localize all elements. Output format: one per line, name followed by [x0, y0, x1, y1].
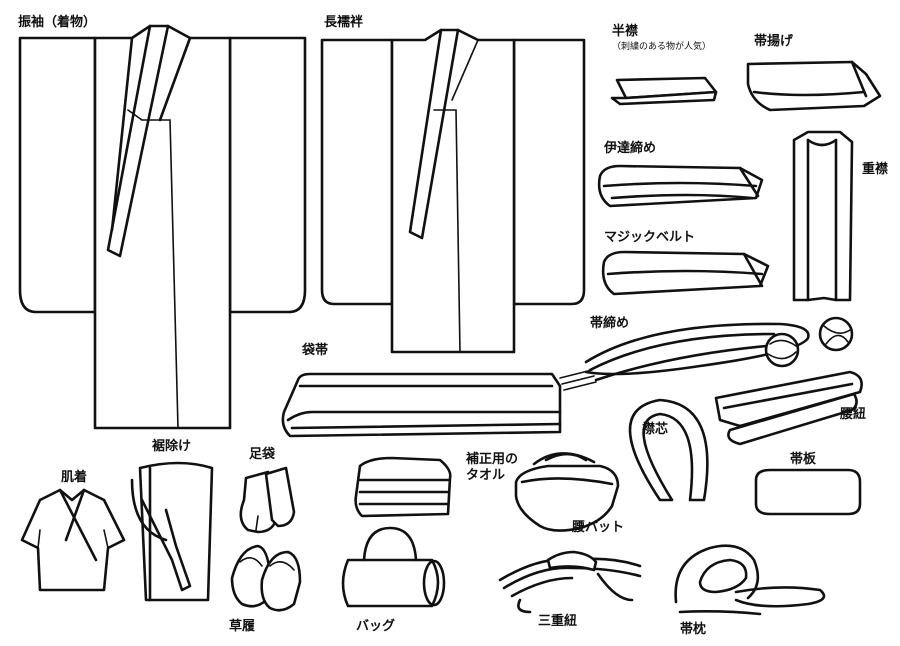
zori-illustration — [230, 544, 302, 612]
susoyoke-illustration — [130, 461, 214, 602]
magic-belt-illustration — [601, 250, 770, 296]
erishin-illustration — [628, 398, 709, 502]
label-koshi-pad: 腰パット — [572, 520, 625, 535]
label-zori: 草履 — [229, 619, 256, 634]
label-koshihimo: 腰紐 — [840, 407, 867, 422]
obijime-balls-illustration — [764, 316, 854, 368]
label-susoyoke: 裾除け — [152, 439, 192, 454]
label-hosei-towel-2: タオル — [466, 468, 506, 483]
label-tabi: 足袋 — [249, 447, 276, 462]
label-hosei-towel-1: 補正用の — [466, 452, 519, 467]
datejime-illustration — [597, 164, 764, 208]
label-erishin: 襟芯 — [642, 422, 669, 437]
label-magic-belt: マジックベルト — [604, 230, 696, 245]
koshihimo-illustration — [714, 370, 863, 446]
label-obi-makura: 帯枕 — [680, 622, 707, 637]
label-kasaneeri: 重襟 — [862, 162, 889, 177]
fukuro-obi-illustration — [281, 372, 562, 438]
label-datejime: 伊達締め — [604, 141, 657, 156]
haneri-illustration — [610, 76, 718, 106]
label-nagajuban: 長襦袢 — [324, 15, 364, 30]
tabi-illustration — [239, 466, 296, 534]
label-obiage: 帯揚げ — [754, 34, 794, 49]
nagajuban-illustration — [320, 28, 586, 354]
furisode-illustration — [18, 24, 307, 430]
koshi-pad-illustration — [514, 452, 620, 532]
towel-illustration — [354, 456, 452, 518]
obi-makura-illustration — [674, 544, 826, 616]
label-haneri-note: （刺繍のある物が人気） — [612, 42, 712, 52]
kasaneeri-illustration — [792, 130, 854, 302]
label-fukuro-obi: 袋帯 — [302, 343, 329, 358]
obijime-illustration — [559, 322, 810, 391]
label-furisode: 振袖（着物） — [18, 15, 97, 30]
label-obiita: 帯板 — [790, 452, 817, 467]
label-haneri: 半襟 — [612, 24, 639, 39]
hadagi-illustration — [20, 488, 126, 592]
obiage-illustration — [746, 60, 882, 112]
label-bag: バッグ — [356, 619, 396, 634]
bag-illustration — [341, 526, 446, 608]
label-hadagi: 肌着 — [61, 470, 88, 485]
label-obijime: 帯締め — [590, 316, 630, 331]
sanju-himo-illustration — [498, 550, 642, 614]
label-sanju-himo: 三重紐 — [538, 614, 578, 629]
obiita-illustration — [754, 468, 862, 516]
